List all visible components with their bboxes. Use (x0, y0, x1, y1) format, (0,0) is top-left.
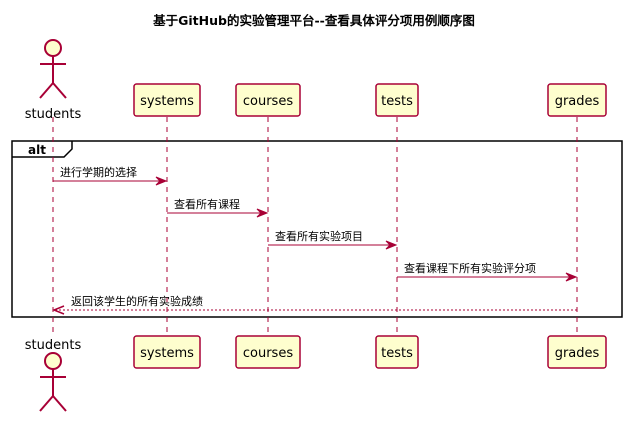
fragment-layer: alt (11, 140, 623, 318)
alt-fragment-label: alt (28, 143, 46, 157)
participant-box-bottom-systems (133, 335, 201, 369)
message-label-1: 进行学期的选择 (60, 165, 137, 179)
participant-label-top-tests: tests (381, 94, 413, 109)
message-arrowhead-5 (51, 305, 65, 315)
participant-label-top-systems: systems (140, 94, 194, 109)
actor-label-top-students: students (25, 107, 82, 122)
message-arrowhead-4 (565, 272, 578, 282)
message-label-5: 返回该学生的所有实验成绩 (71, 294, 203, 308)
participant-box-top-tests (375, 83, 419, 117)
participant-box-top-grades (547, 83, 607, 117)
participant-label-bottom-courses: courses (243, 346, 293, 361)
participant-label-top-courses: courses (243, 94, 293, 109)
participant-box-top-systems (133, 83, 201, 117)
message-arrowhead-1 (155, 176, 168, 186)
message-arrowhead-3 (385, 240, 398, 250)
participants-layer: students students systems systems courses cou… (25, 39, 607, 412)
participant-label-top-grades: grades (555, 94, 600, 109)
participant-box-top-courses (235, 83, 301, 117)
participant-box-bottom-tests (375, 335, 419, 369)
participant-label-bottom-grades: grades (555, 346, 600, 361)
actor-figure-bottom-students (39, 352, 67, 412)
participant-box-bottom-courses (235, 335, 301, 369)
participant-label-bottom-tests: tests (381, 346, 413, 361)
actor-label-bottom-students: students (25, 338, 82, 353)
participant-box-bottom-grades (547, 335, 607, 369)
alt-fragment-tab (12, 141, 73, 158)
participant-label-bottom-systems: systems (140, 346, 194, 361)
message-label-2: 查看所有课程 (174, 197, 240, 211)
diagram-title: 基于GitHub的实验管理平台--查看具体评分项用例顺序图 (152, 13, 475, 28)
lifelines-layer (52, 117, 578, 336)
message-arrowhead-2 (256, 208, 269, 218)
actor-figure-top-students (39, 39, 67, 99)
messages-layer: 进行学期的选择查看所有课程查看所有实验项目查看课程下所有实验评分项返回该学生的所… (51, 165, 578, 315)
alt-fragment-frame (11, 140, 623, 318)
message-label-4: 查看课程下所有实验评分项 (404, 261, 536, 275)
message-label-3: 查看所有实验项目 (275, 229, 363, 243)
